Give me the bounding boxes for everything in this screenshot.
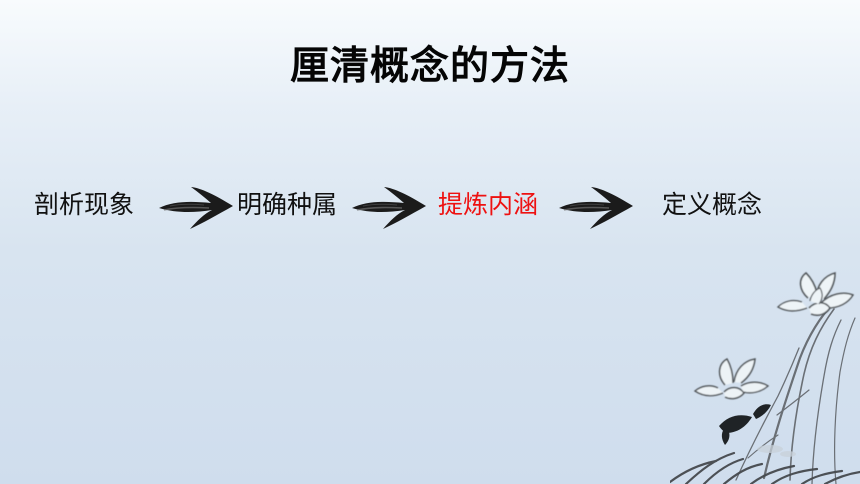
brush-arrow-icon (159, 187, 233, 229)
lotus-ink-painting (670, 271, 860, 484)
step-2-label: 明确种属 (237, 190, 338, 219)
step-4-label: 定义概念 (662, 190, 763, 219)
slide-title: 厘清概念的方法 (289, 44, 570, 89)
brush-arrow-icon (559, 187, 633, 229)
step-1-label: 剖析现象 (34, 190, 135, 219)
step-3-label: 提炼内涵 (438, 190, 539, 219)
brush-arrow-icon (352, 187, 426, 229)
